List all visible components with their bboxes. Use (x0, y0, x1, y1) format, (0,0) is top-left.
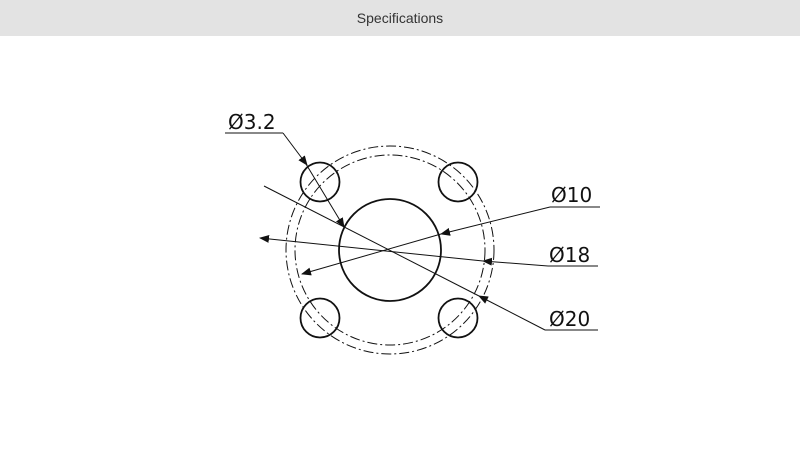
mounting-hole-bottom-left (299, 297, 341, 339)
hole-dimension-line (305, 163, 345, 228)
center-bore-circle (338, 198, 442, 302)
bore-dimension-line (301, 233, 442, 276)
pitch-diameter-label: Ø18 (549, 243, 590, 267)
pitch-circle-dashdot (294, 154, 486, 346)
bore-dimension-leader (440, 206, 551, 236)
inner-diameter-label: Ø10 (551, 183, 592, 207)
mounting-hole-bottom-right (437, 297, 479, 339)
mounting-hole-top-right (437, 161, 479, 203)
outer-dimension-line (263, 185, 480, 297)
hole-diameter-label: Ø3.2 (228, 110, 276, 134)
pitch-dimension-leader (482, 257, 549, 267)
hole-dimension-leader (282, 132, 308, 166)
outer-dimension-leader (478, 295, 546, 331)
mounting-hole-top-left (299, 161, 341, 203)
outer-circle-dashdot (285, 145, 495, 355)
drawing-area: Ø3.2 Ø10 Ø18 Ø20 (0, 36, 800, 451)
pitch-dimension-line (259, 234, 484, 262)
header-bar: Specifications (0, 0, 800, 36)
outer-diameter-label: Ø20 (549, 307, 590, 331)
page-title: Specifications (356, 10, 444, 26)
flange-drawing: Ø3.2 Ø10 Ø18 Ø20 (225, 110, 600, 355)
